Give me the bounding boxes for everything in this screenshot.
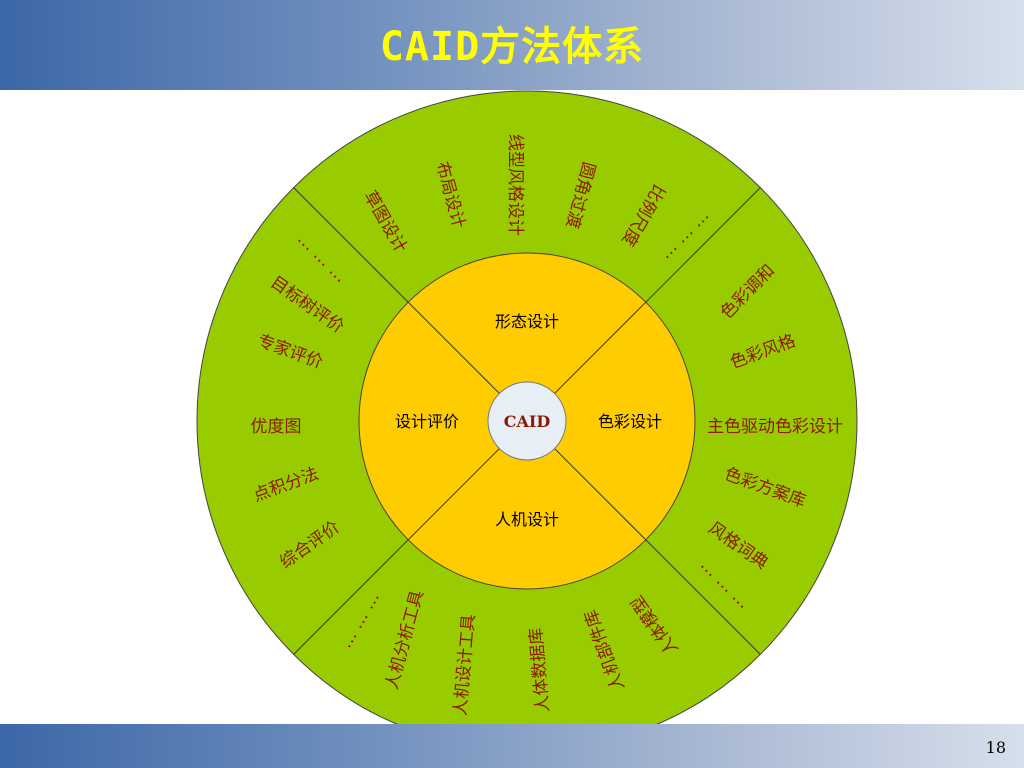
footer-bar: 18	[0, 724, 1024, 768]
inner-divider-2	[407, 301, 500, 394]
outer-dividers	[293, 187, 761, 655]
outer-label-right-2: 主色驱动色彩设计	[707, 417, 843, 437]
outer-divider-0	[645, 539, 761, 655]
outer-label-left-3: 优度图	[251, 417, 302, 437]
inner-divider-1	[407, 448, 500, 541]
outer-divider-3	[645, 187, 761, 303]
slide-title: CAID方法体系	[379, 24, 645, 70]
inner-divider-0	[554, 448, 647, 541]
inner-label-top: 形态设计	[495, 312, 559, 331]
outer-divider-1	[293, 539, 409, 655]
inner-label-bottom: 人机设计	[495, 510, 559, 529]
outer-label-top-2: 线型风格设计	[505, 134, 525, 236]
page-number: 18	[985, 738, 1006, 757]
inner-label-right: 色彩设计	[598, 412, 662, 431]
inner-label-left: 设计评价	[395, 412, 459, 431]
center-label: CAID	[504, 412, 551, 431]
inner-divider-3	[554, 301, 647, 394]
inner-dividers	[407, 301, 647, 541]
title-bar: CAID方法体系	[0, 0, 1024, 90]
outer-divider-2	[293, 187, 409, 303]
center-circle	[487, 381, 567, 461]
